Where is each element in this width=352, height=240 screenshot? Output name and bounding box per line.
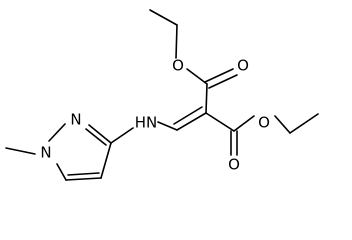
atom-o-carbonyl-bottom: O <box>228 156 240 174</box>
bond-central-to-bottom-carbonyl <box>205 112 235 132</box>
bond-ring-c5-c4-a <box>65 177 102 181</box>
bond-bottom-o-carbonyl-c <box>233 115 255 132</box>
atom-o-ester-bottom: O <box>258 114 270 132</box>
bond-top-ethyl-ch2-o <box>175 24 178 59</box>
bond-top-o-carbonyl-c <box>186 68 208 85</box>
bonds <box>5 9 319 181</box>
bond-ring-c4-c3 <box>100 142 112 179</box>
bond-vinyl-to-nh <box>157 121 178 131</box>
bond-ring-n2-n1 <box>48 123 66 142</box>
atom-n-ring: N <box>70 111 81 129</box>
bond-top-ethyl-ch3-ch2 <box>149 9 178 26</box>
bond-central-double-outer <box>176 112 207 131</box>
atom-o-carbonyl-top: O <box>237 57 249 75</box>
atom-o-ester-top: O <box>172 57 184 75</box>
atom-nh: HN <box>135 114 158 132</box>
bond-ring-n1-c5 <box>56 163 67 181</box>
atom-labels: O O HN O O N N <box>40 57 270 174</box>
atom-n-methyl: N <box>40 144 51 162</box>
bond-central-double-inner <box>173 106 203 125</box>
bond-ring-c5-c4-b <box>67 172 100 176</box>
bond-top-carbonyl-double-a <box>204 68 234 83</box>
bond-n-methyl <box>5 147 36 155</box>
bond-top-carbonyl-to-central-c <box>205 83 208 114</box>
bond-nh-to-pyrazole <box>110 127 134 144</box>
bond-bottom-o-ch2 <box>274 115 291 134</box>
bond-top-carbonyl-double-b <box>208 74 238 89</box>
bond-ring-c3-n2-b <box>85 128 107 146</box>
bond-bottom-ethyl-ch2-ch3 <box>289 113 319 134</box>
bond-ring-c3-n2-a <box>88 124 112 144</box>
molecule-structure: O O HN O O N N <box>5 9 319 181</box>
